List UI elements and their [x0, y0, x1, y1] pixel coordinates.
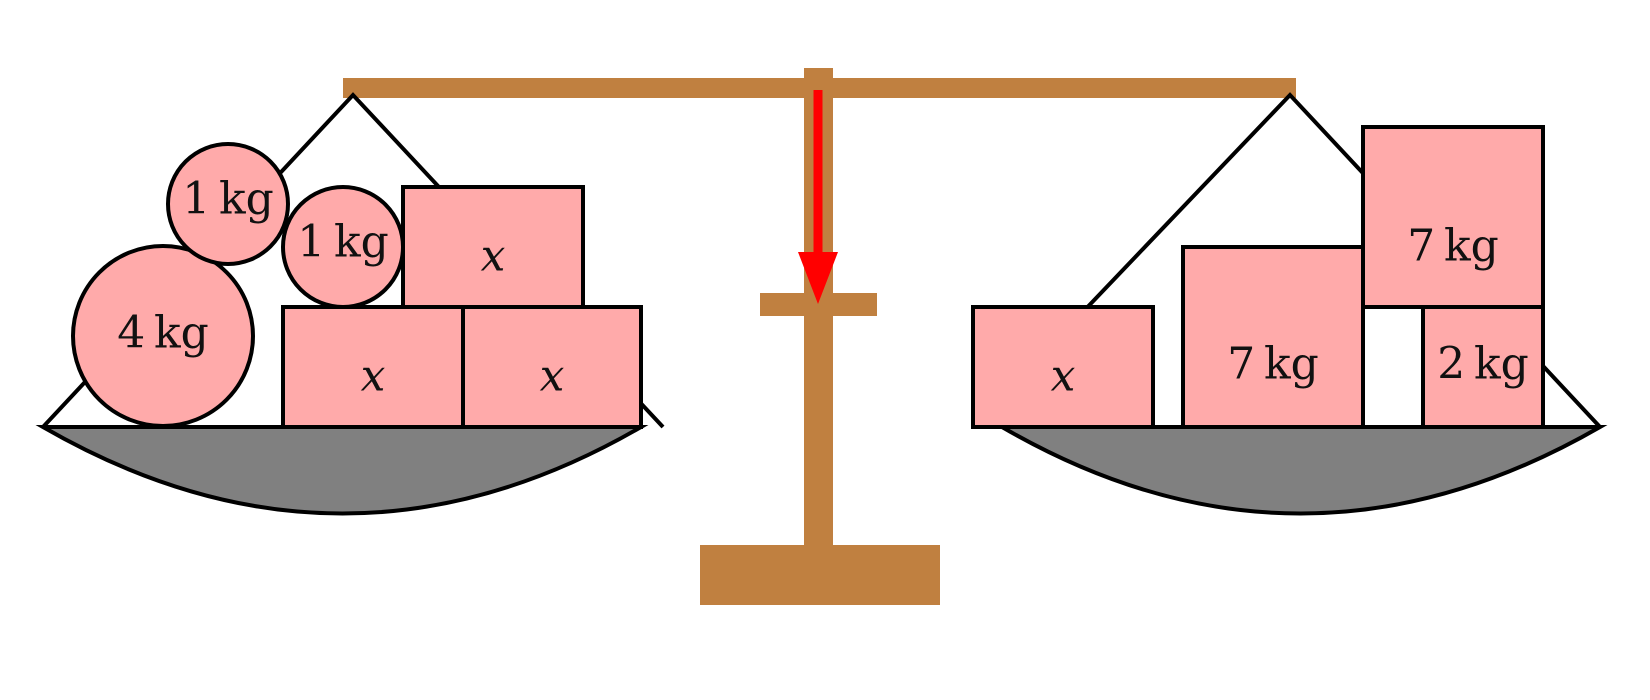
- weight-circle-1kg: 1 kg: [281, 185, 405, 309]
- weight-label: 7 kg: [1227, 339, 1319, 390]
- weight-box-7kg: 7 kg: [1361, 125, 1545, 309]
- weight-circle-1kg: 1 kg: [166, 142, 290, 266]
- weight-label: 7 kg: [1407, 221, 1499, 272]
- weight-box-x: x: [401, 185, 585, 309]
- scale-crossbar: [760, 293, 877, 316]
- scale-stand: [343, 68, 1296, 605]
- weight-box-x: x: [461, 305, 643, 429]
- weight-label: 1 kg: [182, 174, 274, 225]
- left-pan: [35, 425, 649, 516]
- weight-label: x: [1051, 351, 1076, 402]
- weight-label: 1 kg: [297, 217, 389, 268]
- weight-label: x: [361, 351, 386, 402]
- weight-label: 4 kg: [117, 308, 209, 359]
- weight-label: 2 kg: [1437, 339, 1529, 390]
- weight-box-7kg: 7 kg: [1181, 245, 1365, 429]
- weight-box-x: x: [971, 305, 1155, 429]
- weight-label: x: [540, 351, 565, 402]
- weight-box-2kg: 2 kg: [1421, 305, 1545, 429]
- weight-circle-4kg: 4 kg: [71, 244, 255, 428]
- weight-box-x: x: [281, 305, 465, 429]
- scale-base: [700, 545, 940, 605]
- right-pan: [994, 425, 1608, 516]
- right-pan-assembly: x 7 kg 7 kg 2 kg: [971, 92, 1608, 516]
- scale-beam: [343, 78, 1296, 98]
- balance-indicator-arrow-icon: [798, 90, 838, 304]
- weight-label: x: [481, 231, 506, 282]
- left-pan-assembly: 4 kg 1 kg 1 kg x x x: [35, 92, 665, 516]
